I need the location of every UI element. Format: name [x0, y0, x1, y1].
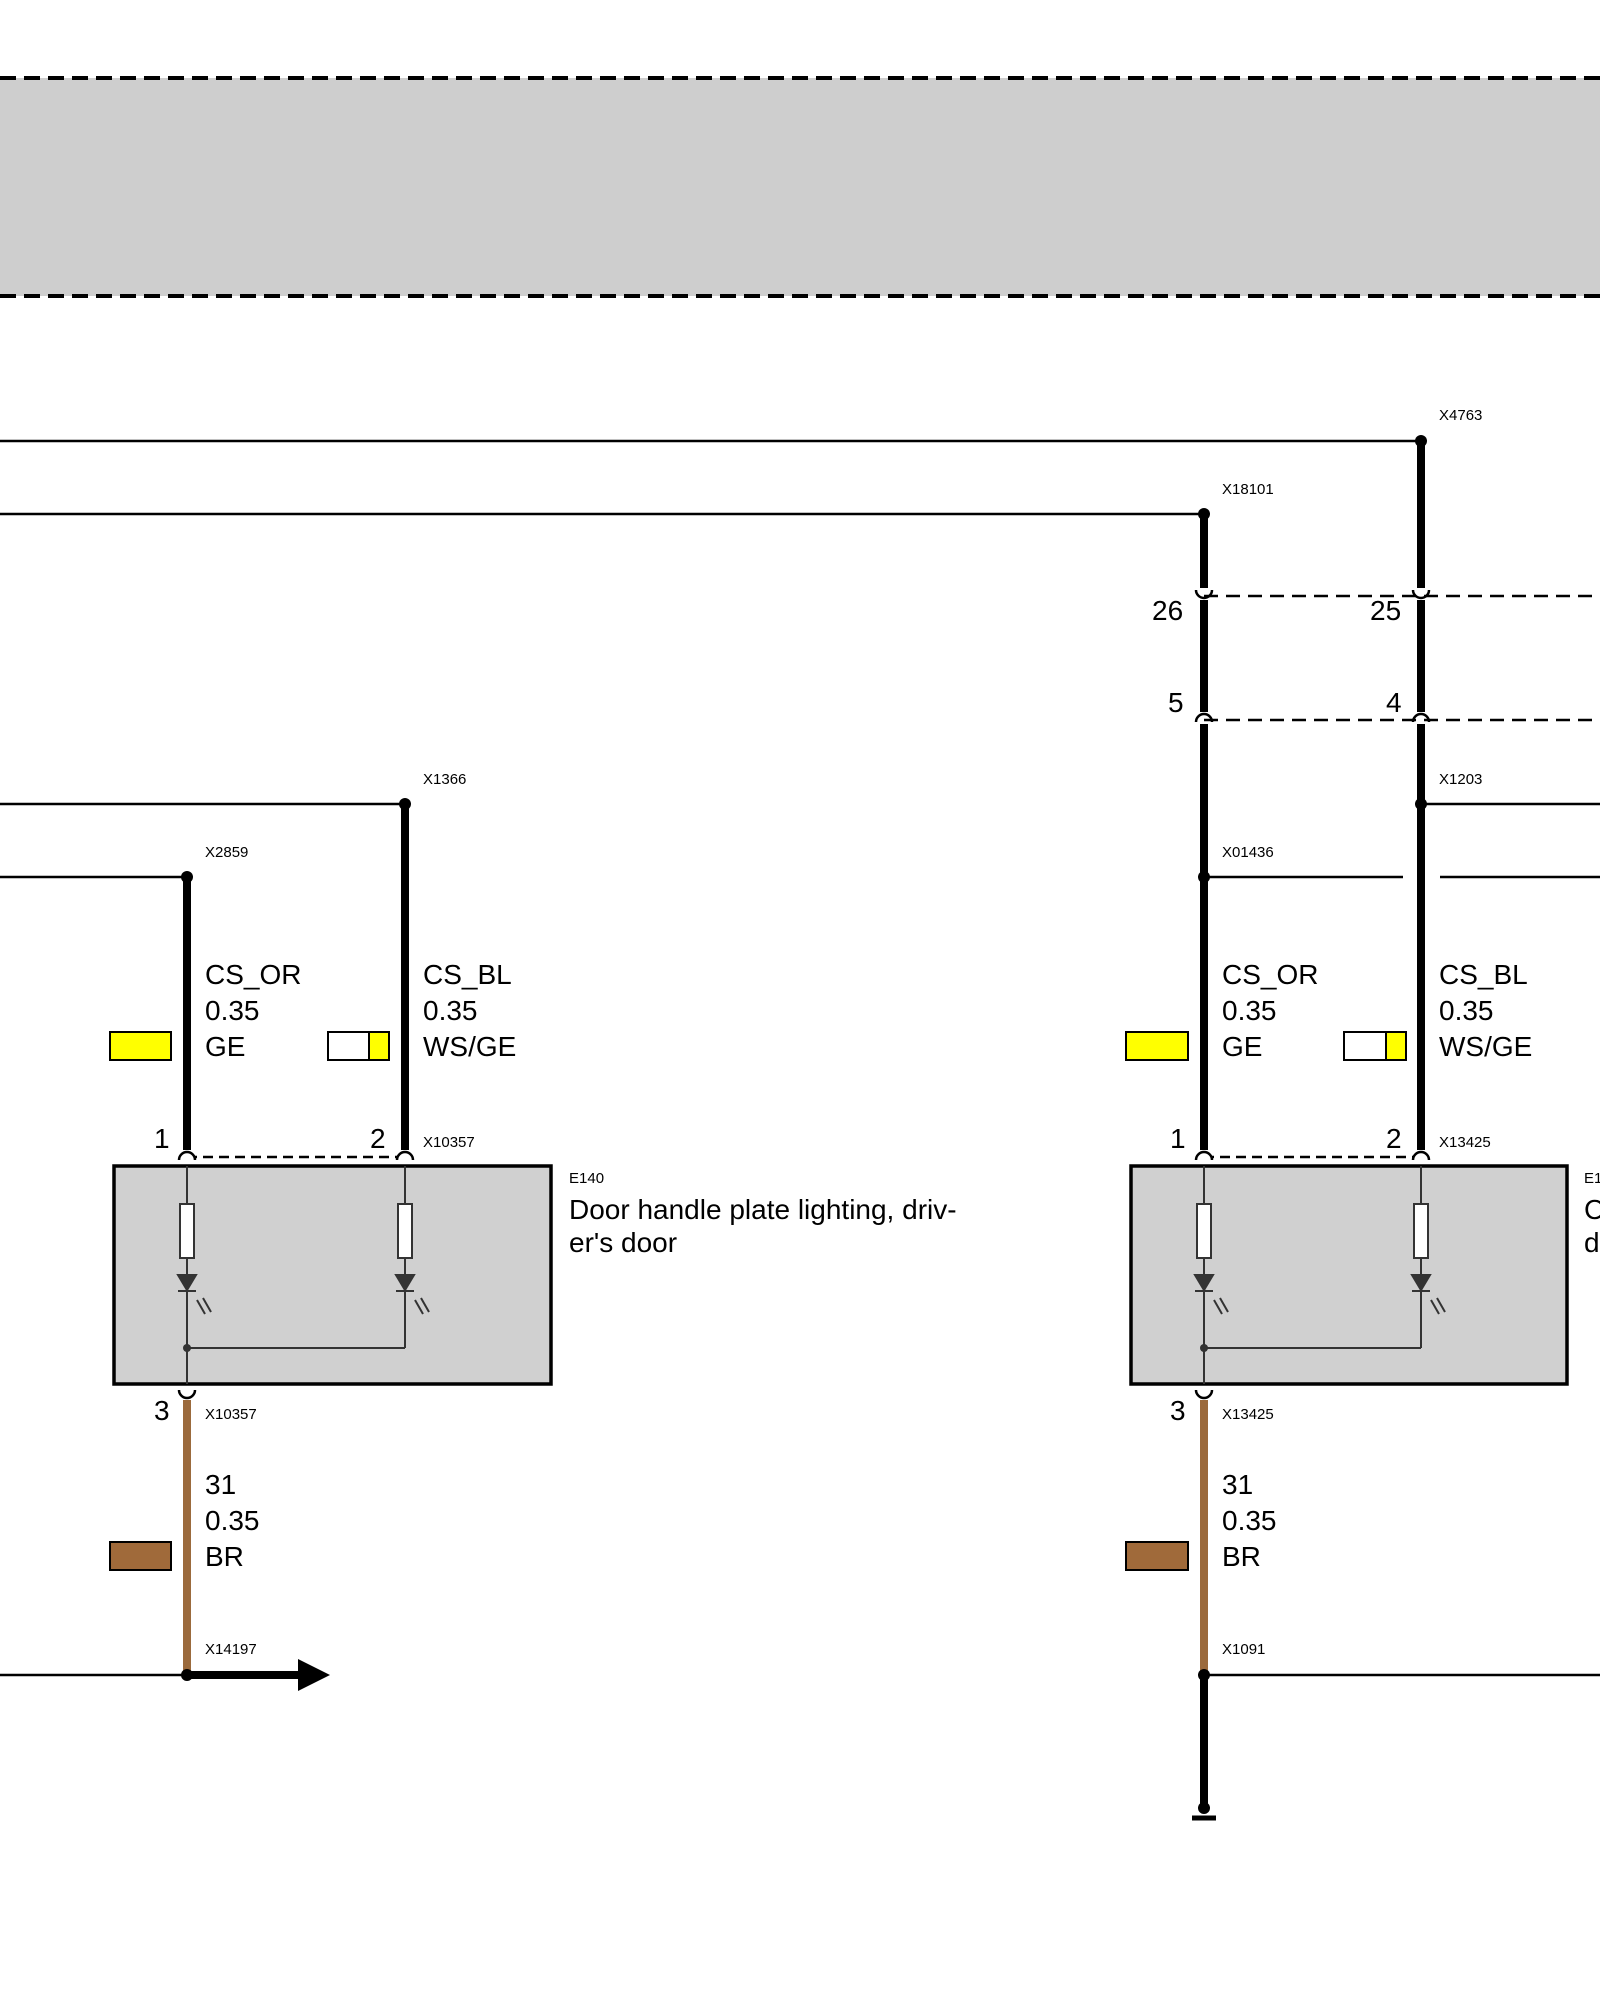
- wire-label-right-b-color: WS/GE: [1439, 1031, 1532, 1062]
- node-label-x1203: X1203: [1439, 771, 1482, 788]
- e140-internal-junction: [183, 1344, 191, 1352]
- component-desc-e140-line2: er's door: [569, 1227, 677, 1258]
- swatch-left-ws-ge: [368, 1031, 390, 1061]
- node-label-x1366: X1366: [423, 771, 466, 788]
- e140-pin3-arc: [177, 1389, 197, 1400]
- pin-arc-5: [1194, 712, 1214, 723]
- header-band: [0, 78, 1600, 296]
- pin-arc-26: [1194, 589, 1214, 600]
- wire-label-left-a-signal: CS_OR: [205, 959, 301, 990]
- node-label-x14197: X14197: [205, 1641, 257, 1658]
- swatch-right-ws-ge: [1385, 1031, 1407, 1061]
- node-label-x2859: X2859: [205, 844, 248, 861]
- ground-dot: [1198, 1802, 1210, 1814]
- wire-label-right-b-signal: CS_BL: [1439, 959, 1528, 990]
- arrow-right-icon: [298, 1659, 330, 1691]
- node-label-x4763: X4763: [1439, 407, 1482, 424]
- swatch-right-ws: [1343, 1031, 1387, 1061]
- wire-label-left-ground-size: 0.35: [205, 1505, 260, 1536]
- junction-x1091: [1198, 1669, 1210, 1681]
- node-label-x1091: X1091: [1222, 1641, 1265, 1658]
- component-desc-right-line1: C: [1584, 1194, 1600, 1225]
- node-label-x13425-bottom: X13425: [1222, 1406, 1274, 1423]
- node-label-x01436: X01436: [1222, 844, 1274, 861]
- pin-number-right-1: 1: [1170, 1123, 1186, 1154]
- junction-x4763: [1415, 435, 1427, 447]
- wire-label-right-a-size: 0.35: [1222, 995, 1277, 1026]
- pin-number-25: 25: [1370, 595, 1401, 626]
- swatch-left-ws: [327, 1031, 370, 1061]
- node-label-x10357-bottom: X10357: [205, 1406, 257, 1423]
- wire-label-left-b-signal: CS_BL: [423, 959, 512, 990]
- e140-internal-circuit: [176, 1166, 430, 1384]
- wire-label-right-ground-color: BR: [1222, 1541, 1261, 1572]
- junction-x14197: [181, 1669, 193, 1681]
- pin-number-right-3: 3: [1170, 1395, 1186, 1426]
- right-pin3-arc: [1194, 1389, 1214, 1400]
- pin-number-5: 5: [1168, 687, 1184, 718]
- pin-number-4: 4: [1386, 687, 1402, 718]
- right-pin1-arc: [1194, 1150, 1214, 1161]
- e140-pin1-arc: [177, 1150, 197, 1161]
- pin-arc-4: [1411, 712, 1431, 723]
- wire-label-right-a-signal: CS_OR: [1222, 959, 1318, 990]
- wire-label-right-b-size: 0.35: [1439, 995, 1494, 1026]
- wire-label-right-ground-size: 0.35: [1222, 1505, 1277, 1536]
- wire-label-left-b-size: 0.35: [423, 995, 478, 1026]
- junction-x2859: [181, 871, 193, 883]
- wire-label-right-ground-signal: 31: [1222, 1469, 1253, 1500]
- swatch-left-ge: [109, 1031, 172, 1061]
- wire-label-right-a-color: GE: [1222, 1031, 1262, 1062]
- wire-label-left-b-color: WS/GE: [423, 1031, 516, 1062]
- component-desc-right-line2: do: [1584, 1227, 1600, 1258]
- pin-number-left-2: 2: [370, 1123, 386, 1154]
- junction-x01436: [1198, 871, 1210, 883]
- pin-arc-25: [1411, 589, 1431, 600]
- component-desc-e140-line1: Door handle plate lighting, driv-: [569, 1194, 957, 1225]
- node-label-x18101: X18101: [1222, 481, 1274, 498]
- wire-label-left-ground-color: BR: [205, 1541, 244, 1572]
- component-id-right: E1: [1584, 1170, 1600, 1187]
- junction-x1203: [1415, 798, 1427, 810]
- component-id-e140: E140: [569, 1170, 604, 1187]
- pin-number-right-2: 2: [1386, 1123, 1402, 1154]
- right-internal-junction: [1200, 1344, 1208, 1352]
- wire-label-left-ground-signal: 31: [205, 1469, 236, 1500]
- pin-number-left-3: 3: [154, 1395, 170, 1426]
- junction-x18101: [1198, 508, 1210, 520]
- swatch-right-ge: [1125, 1031, 1189, 1061]
- pin-number-left-1: 1: [154, 1123, 170, 1154]
- right-internal-circuit: [1193, 1166, 1446, 1384]
- wire-label-left-a-size: 0.35: [205, 995, 260, 1026]
- right-pin2-arc: [1411, 1150, 1431, 1161]
- pin-number-26: 26: [1152, 595, 1183, 626]
- node-label-x13425-top: X13425: [1439, 1134, 1491, 1151]
- junction-x1366: [399, 798, 411, 810]
- swatch-right-br: [1125, 1541, 1189, 1571]
- e140-pin2-arc: [395, 1150, 415, 1161]
- wire-label-left-a-color: GE: [205, 1031, 245, 1062]
- swatch-left-br: [109, 1541, 172, 1571]
- node-label-x10357-top: X10357: [423, 1134, 475, 1151]
